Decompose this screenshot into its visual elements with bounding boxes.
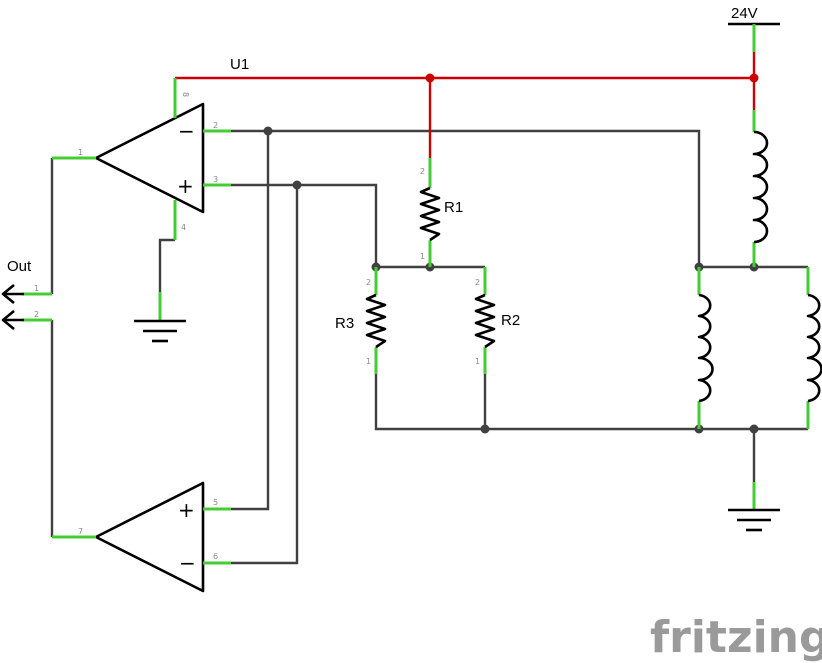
junctions [263, 73, 759, 434]
r3-pin-top: 2 [366, 278, 371, 287]
connector-pin-label-1: 1 [34, 284, 39, 293]
noninverting-symbol: + [177, 174, 194, 198]
resistor-r3[interactable]: R3 2 1 [335, 267, 387, 374]
junction-dot [749, 424, 759, 434]
pin-label-8: 8 [181, 92, 190, 97]
opamp-triangle [94, 102, 205, 214]
r3-pin-bottom: 1 [366, 357, 371, 366]
pin-label-5: 5 [213, 498, 218, 507]
r2-label: R2 [501, 312, 520, 329]
pin-label-3: 3 [213, 175, 218, 184]
wire-pin5 [230, 131, 270, 511]
connector-pin-label-2: 2 [34, 310, 39, 319]
junction-dot [263, 126, 273, 136]
r1-pin-top: 2 [420, 167, 425, 176]
inductor-coil-icon [697, 293, 714, 403]
arrow-icon [1, 309, 15, 331]
arrow-icon [1, 283, 15, 305]
inverting-symbol: − [178, 119, 195, 143]
junction-dot [480, 424, 490, 434]
out-label: Out [7, 258, 32, 275]
pin-label-6: 6 [213, 552, 218, 561]
ground-right [728, 482, 780, 532]
pin-label-7: 7 [78, 527, 83, 536]
r2-zigzag [474, 293, 496, 349]
inverting-symbol: − [179, 551, 196, 575]
wire-ground-bus [374, 374, 808, 431]
noninverting-symbol: + [178, 498, 195, 522]
resistor-r1[interactable]: R1 2 1 [419, 158, 463, 267]
opamp-u1-a[interactable]: − + 2 3 1 4 8 [52, 78, 231, 240]
fritzing-logo: fritzing [650, 612, 822, 663]
output-connector[interactable]: 1 2 Out [1, 258, 52, 331]
wire-gnd-left [158, 238, 175, 292]
u1-label: U1 [230, 56, 249, 73]
r1-label: R1 [444, 199, 463, 216]
supply-label: 24V [731, 5, 758, 22]
r1-pin-bottom: 1 [420, 252, 425, 261]
junction-dot-power [749, 73, 759, 83]
r2-pin-bottom: 1 [475, 357, 480, 366]
ground-left [134, 292, 186, 343]
wire-noninv [230, 183, 378, 267]
r1-zigzag [419, 186, 441, 242]
wire-pin6 [230, 185, 299, 565]
opamp-u1-b[interactable]: + − 5 6 7 [52, 481, 231, 593]
pin-label-2: 2 [213, 121, 218, 130]
supply-24v[interactable]: 24V [728, 5, 780, 52]
inductor-l2[interactable] [697, 267, 714, 429]
junction-dot-power [425, 73, 435, 83]
inductor-coil-icon [806, 293, 822, 403]
wire-inv-bus [230, 129, 701, 267]
pin-label-1: 1 [78, 148, 83, 157]
r3-zigzag [365, 293, 387, 349]
inductor-l3[interactable] [806, 267, 822, 429]
inductor-coil-icon [752, 130, 769, 244]
opamp-triangle [94, 481, 205, 593]
inductor-l1[interactable] [752, 110, 769, 267]
r2-pin-top: 2 [475, 278, 480, 287]
resistor-r2[interactable]: R2 2 1 [474, 267, 520, 374]
r3-label: R3 [335, 315, 354, 332]
pin-label-4: 4 [181, 223, 186, 232]
junction-dot [292, 180, 302, 190]
power-wires [175, 50, 756, 158]
